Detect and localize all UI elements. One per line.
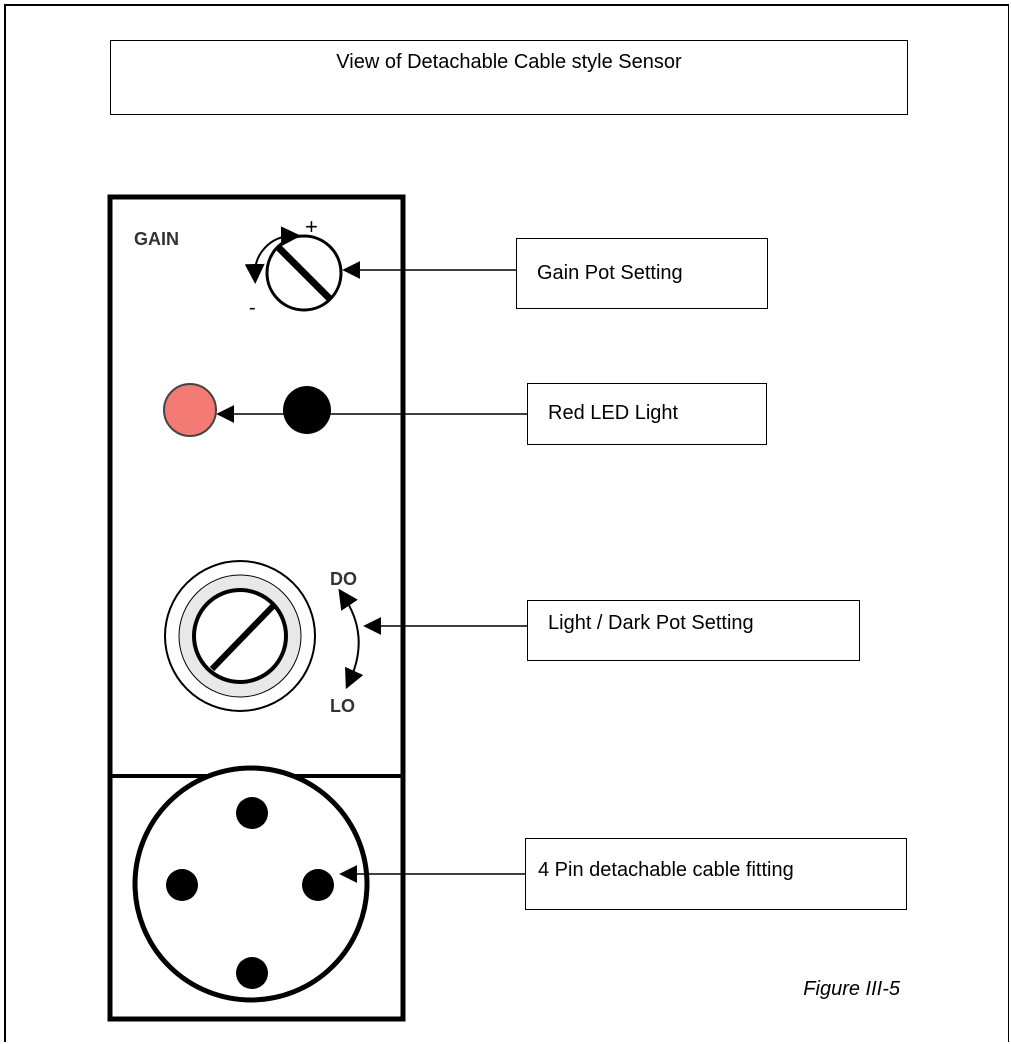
light-dark-rotation-arrow (338, 588, 364, 690)
gain-plus-label: + (305, 214, 318, 239)
gain-rotation-arrow (244, 226, 301, 284)
gain-label: GAIN (134, 229, 179, 249)
red-led-light (163, 383, 217, 437)
gain-pot-callout: Gain Pot Setting (516, 238, 768, 309)
figure-frame (4, 4, 1009, 1042)
pin-left (166, 869, 198, 901)
light-dark-pot-callout: Light / Dark Pot Setting (527, 600, 860, 661)
pin-top (236, 797, 268, 829)
black-led (283, 386, 331, 434)
cable-fitting (132, 765, 370, 1003)
pin-bottom (236, 957, 268, 989)
lo-label: LO (330, 696, 355, 716)
gain-minus-label: - (249, 297, 256, 319)
do-label: DO (330, 569, 357, 589)
red-led-callout: Red LED Light (527, 383, 767, 445)
cable-fitting-callout: 4 Pin detachable cable fitting (525, 838, 907, 910)
figure-title: View of Detachable Cable style Sensor (110, 40, 908, 115)
gain-pot: + - (244, 214, 343, 319)
pin-right (302, 869, 334, 901)
figure-caption: Figure III-5 (803, 978, 900, 1000)
light-dark-pot: DO LO (164, 560, 364, 716)
